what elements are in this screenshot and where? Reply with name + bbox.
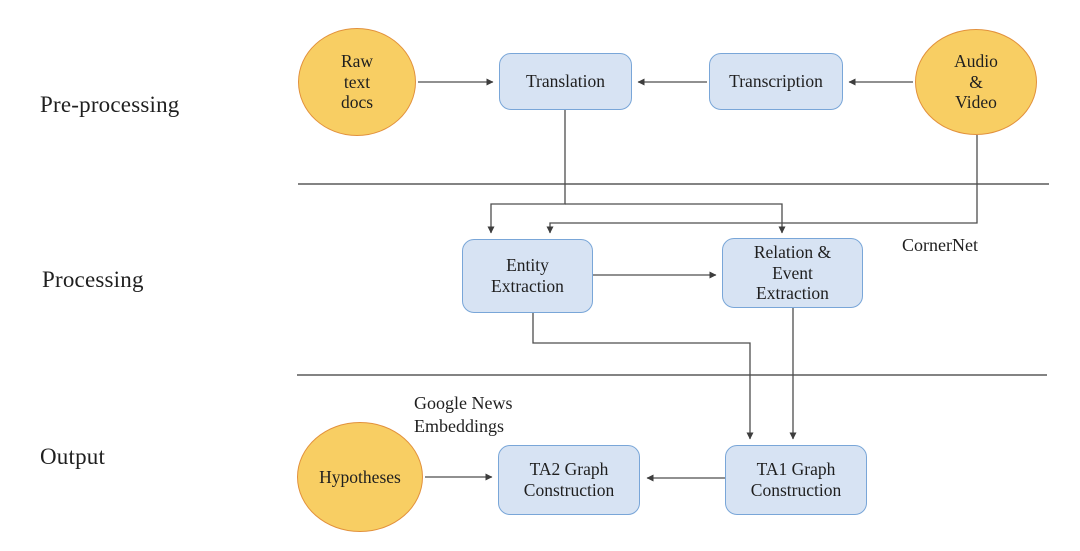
node-hypotheses: Hypotheses [297,422,423,532]
node-relation-event-extraction: Relation & Event Extraction [722,238,863,308]
node-ta2-graph-construction-label: TA2 Graph Construction [523,459,615,500]
node-ta1-graph-construction: TA1 Graph Construction [725,445,867,515]
node-entity-extraction: Entity Extraction [462,239,593,313]
annotation-google-news-embeddings: Google News Embeddings [414,393,513,436]
node-transcription: Transcription [709,53,843,110]
annotation-cornernet: CornerNet [902,235,978,255]
section-label-preprocessing: Pre-processing [40,92,180,117]
node-raw-text-docs: Raw text docs [298,28,416,136]
node-audio-video-label: Audio & Video [954,51,998,113]
node-raw-text-docs-label: Raw text docs [340,51,374,113]
node-translation: Translation [499,53,632,110]
edge-translation-to-entity [487,110,566,234]
node-ta2-graph-construction: TA2 Graph Construction [498,445,640,515]
node-relation-event-extraction-label: Relation & Event Extraction [753,242,832,304]
node-entity-extraction-label: Entity Extraction [491,255,564,296]
edge-entity-to-ta1 [532,313,754,440]
node-translation-label: Translation [525,71,606,92]
node-audio-video: Audio & Video [915,29,1037,135]
edge-translation-to-relation [565,203,786,234]
node-transcription-label: Transcription [729,71,823,92]
edge-audiovideo-to-entity [546,135,978,234]
section-label-processing: Processing [42,267,144,292]
node-ta1-graph-construction-label: TA1 Graph Construction [750,459,842,500]
node-hypotheses-label: Hypotheses [319,466,401,487]
section-label-output: Output [40,444,106,469]
